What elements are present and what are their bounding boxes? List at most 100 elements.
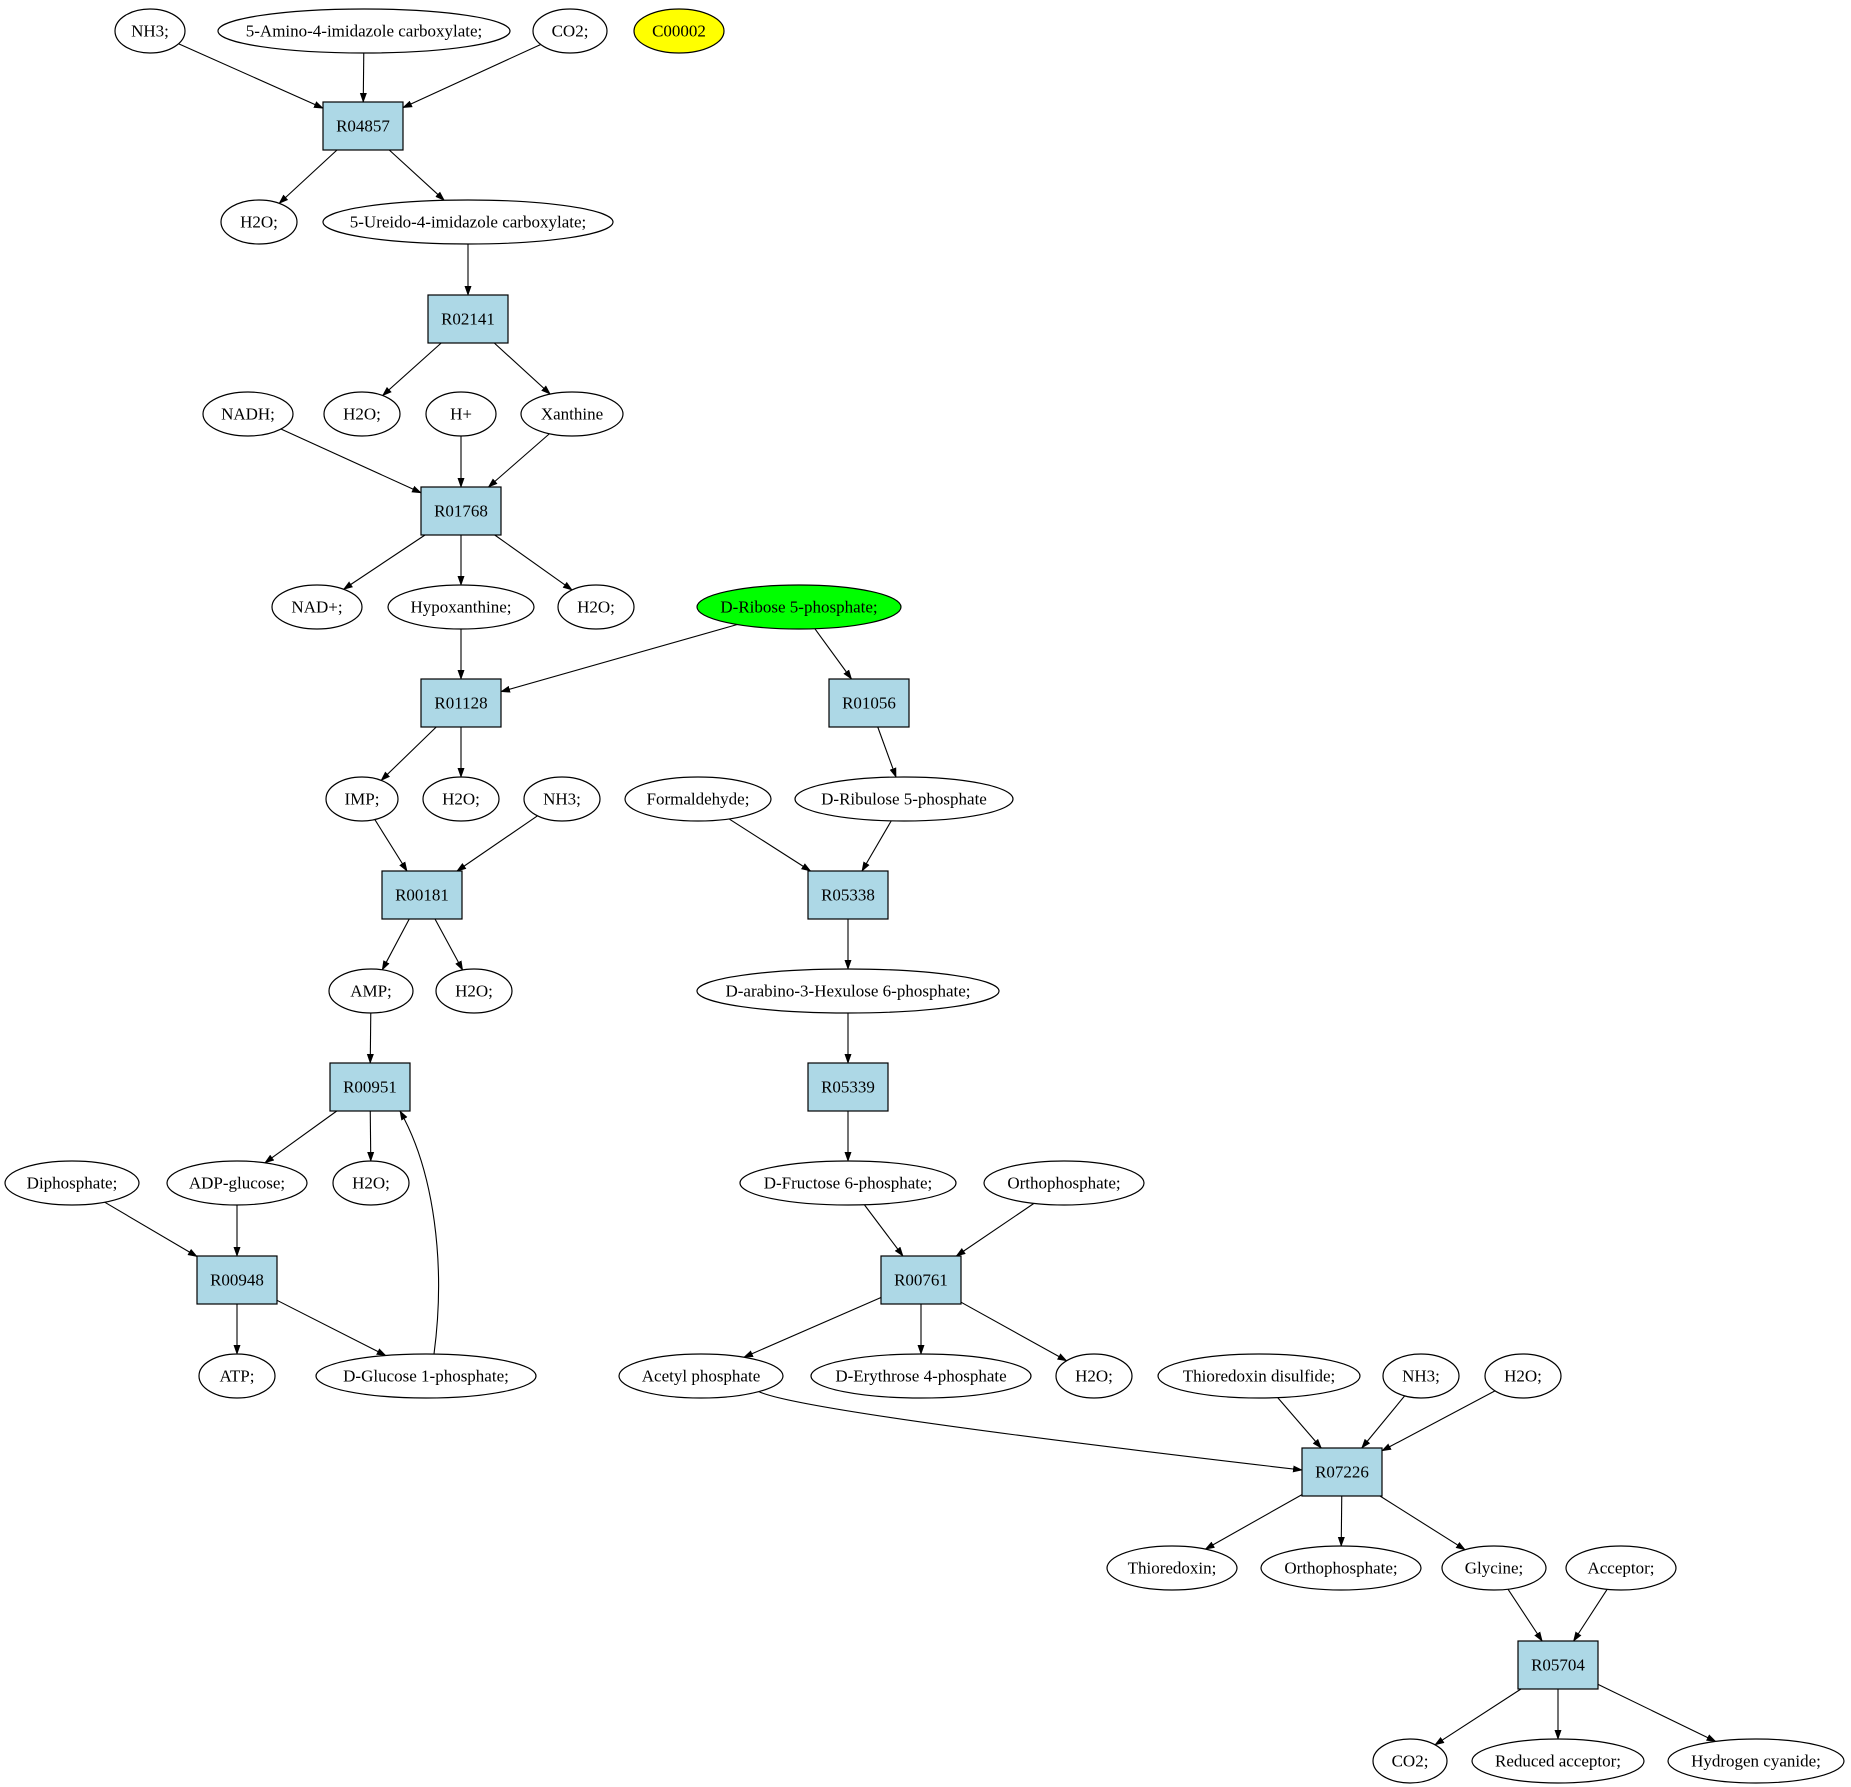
reaction-r07226[interactable]: R07226 <box>1301 1447 1383 1497</box>
node-label: H2O; <box>1075 1367 1113 1386</box>
compound-co2[interactable]: CO2; <box>1372 1738 1448 1784</box>
edge-c_ribulose5p-to-r_r05338 <box>861 820 892 872</box>
compound-thioredoxin-disulfide[interactable]: Thioredoxin disulfide; <box>1157 1353 1361 1399</box>
node-label: R05339 <box>821 1078 875 1097</box>
node-label: H+ <box>450 405 472 424</box>
compound-5-ureido-4-imidazole-carboxylate[interactable]: 5-Ureido-4-imidazole carboxylate; <box>322 199 614 245</box>
edge-c_h2o_8-to-r_r07226 <box>1381 1390 1496 1452</box>
compound-h2o[interactable]: H2O; <box>435 968 513 1014</box>
compound-h-plus[interactable]: H+ <box>425 391 497 437</box>
reaction-r00948[interactable]: R00948 <box>196 1255 278 1305</box>
compound-hydrogen-cyanide[interactable]: Hydrogen cyanide; <box>1667 1738 1845 1784</box>
compound-d-erythrose-4-phosphate[interactable]: D-Erythrose 4-phosphate <box>810 1353 1032 1399</box>
compound-h2o[interactable]: H2O; <box>323 391 401 437</box>
reaction-r05339[interactable]: R05339 <box>807 1062 889 1112</box>
compound-co2[interactable]: CO2; <box>532 8 608 54</box>
compound-nad-plus[interactable]: NAD+; <box>271 584 363 630</box>
compound-d-ribulose-5-phosphate[interactable]: D-Ribulose 5-phosphate <box>794 776 1014 822</box>
edge-r_r07226-to-c_glycine <box>1379 1495 1466 1551</box>
edge-c_nadh-to-r_r01768 <box>280 428 422 494</box>
edge-c_glucose1p-to-r_r00951 <box>399 1110 440 1355</box>
reaction-r02141[interactable]: R02141 <box>427 294 509 344</box>
node-label: NAD+; <box>291 598 342 617</box>
reaction-r00951[interactable]: R00951 <box>329 1062 411 1112</box>
compound-h2o[interactable]: H2O; <box>220 199 298 245</box>
compound-atp[interactable]: ATP; <box>198 1353 276 1399</box>
compound-h2o[interactable]: H2O; <box>557 584 635 630</box>
node-label: Thioredoxin disulfide; <box>1183 1367 1336 1386</box>
compound-c00002[interactable]: C00002 <box>633 8 725 54</box>
edge-r_r00761-to-c_h2o_7 <box>960 1301 1068 1362</box>
node-layer: NH3; 5-Amino-4-imidazole carboxylate; CO… <box>4 8 1845 1784</box>
reaction-r05704[interactable]: R05704 <box>1517 1640 1599 1690</box>
node-label: NADH; <box>221 405 275 424</box>
compound-nh3[interactable]: NH3; <box>1382 1353 1460 1399</box>
reaction-r04857[interactable]: R04857 <box>322 101 404 151</box>
node-label: AMP; <box>350 982 392 1001</box>
reaction-r01768[interactable]: R01768 <box>420 486 502 536</box>
compound-imp[interactable]: IMP; <box>325 776 399 822</box>
node-label: D-Erythrose 4-phosphate <box>835 1367 1006 1386</box>
node-label: D-Fructose 6-phosphate; <box>764 1174 933 1193</box>
node-label: R05338 <box>821 886 875 905</box>
edge-c_formaldehyde-to-r_r05338 <box>728 818 812 872</box>
compound-acceptor[interactable]: Acceptor; <box>1565 1545 1677 1591</box>
compound-formaldehyde[interactable]: Formaldehyde; <box>624 776 772 822</box>
compound-glycine[interactable]: Glycine; <box>1441 1545 1547 1591</box>
compound-h2o[interactable]: H2O; <box>332 1160 410 1206</box>
node-label: R01128 <box>434 694 487 713</box>
reaction-r05338[interactable]: R05338 <box>807 870 889 920</box>
node-label: NH3; <box>543 790 581 809</box>
node-label: R02141 <box>441 310 495 329</box>
node-label: Diphosphate; <box>27 1174 118 1193</box>
edge-r_r01768-to-c_h2o_3 <box>494 534 573 591</box>
node-label: D-Ribulose 5-phosphate <box>821 790 987 809</box>
compound-reduced-acceptor[interactable]: Reduced acceptor; <box>1471 1738 1645 1784</box>
reaction-r00181[interactable]: R00181 <box>381 870 463 920</box>
compound-d-ribose-5-phosphate[interactable]: D-Ribose 5-phosphate; <box>696 584 902 630</box>
edge-r_r00761-to-c_acetylp <box>743 1296 882 1358</box>
compound-5-amino-4-imidazole-carboxylate[interactable]: 5-Amino-4-imidazole carboxylate; <box>217 8 511 54</box>
node-label: H2O; <box>577 598 615 617</box>
reaction-r00761[interactable]: R00761 <box>880 1255 962 1305</box>
compound-d-fructose-6-phosphate[interactable]: D-Fructose 6-phosphate; <box>739 1160 957 1206</box>
edge-r_r00181-to-c_amp <box>381 918 410 971</box>
compound-orthophosphate[interactable]: Orthophosphate; <box>1260 1545 1422 1591</box>
compound-nadh[interactable]: NADH; <box>202 391 294 437</box>
edge-c_xanthine-to-r_r01768 <box>487 433 550 488</box>
compound-d-glucose-1-phosphate[interactable]: D-Glucose 1-phosphate; <box>315 1353 537 1399</box>
compound-orthophosphate[interactable]: Orthophosphate; <box>983 1160 1145 1206</box>
compound-adp-glucose[interactable]: ADP-glucose; <box>166 1160 308 1206</box>
reaction-r01056[interactable]: R01056 <box>828 678 910 728</box>
node-label: D-Ribose 5-phosphate; <box>720 598 877 617</box>
edge-r_r00951-to-c_h2o_6 <box>367 1110 375 1162</box>
compound-nh3[interactable]: NH3; <box>114 8 186 54</box>
node-label: ATP; <box>220 1367 255 1386</box>
compound-xanthine[interactable]: Xanthine <box>520 391 624 437</box>
compound-acetyl-phosphate[interactable]: Acetyl phosphate <box>618 1353 784 1399</box>
compound-hypoxanthine[interactable]: Hypoxanthine; <box>387 584 535 630</box>
node-label: H2O; <box>455 982 493 1001</box>
reaction-r01128[interactable]: R01128 <box>420 678 502 728</box>
compound-thioredoxin[interactable]: Thioredoxin; <box>1106 1545 1238 1591</box>
node-label: R00948 <box>210 1271 264 1290</box>
edge-r_r07226-to-c_orthophosphate_2 <box>1337 1495 1345 1547</box>
node-label: CO2; <box>552 22 589 41</box>
compound-h2o[interactable]: H2O; <box>422 776 500 822</box>
compound-amp[interactable]: AMP; <box>328 968 414 1014</box>
edge-r_r01128-to-c_imp <box>380 726 437 782</box>
edge-r_r02141-to-c_h2o_2 <box>381 342 442 397</box>
compound-d-arabino-3-hexulose-6-phosphate[interactable]: D-arabino-3-Hexulose 6-phosphate; <box>696 968 1000 1014</box>
edge-c_amp-to-r_r00951 <box>366 1012 374 1064</box>
node-label: Hypoxanthine; <box>410 598 511 617</box>
compound-h2o[interactable]: H2O; <box>1484 1353 1562 1399</box>
node-label: Thioredoxin; <box>1128 1559 1217 1578</box>
compound-nh3[interactable]: NH3; <box>523 776 601 822</box>
node-label: R05704 <box>1531 1656 1585 1675</box>
node-label: H2O; <box>1504 1367 1542 1386</box>
node-label: Formaldehyde; <box>647 790 750 809</box>
edge-r_r00181-to-c_h2o_5 <box>434 918 464 971</box>
compound-h2o[interactable]: H2O; <box>1055 1353 1133 1399</box>
edge-c_fructose6p-to-r_r00761 <box>863 1204 904 1257</box>
compound-diphosphate[interactable]: Diphosphate; <box>4 1160 140 1206</box>
